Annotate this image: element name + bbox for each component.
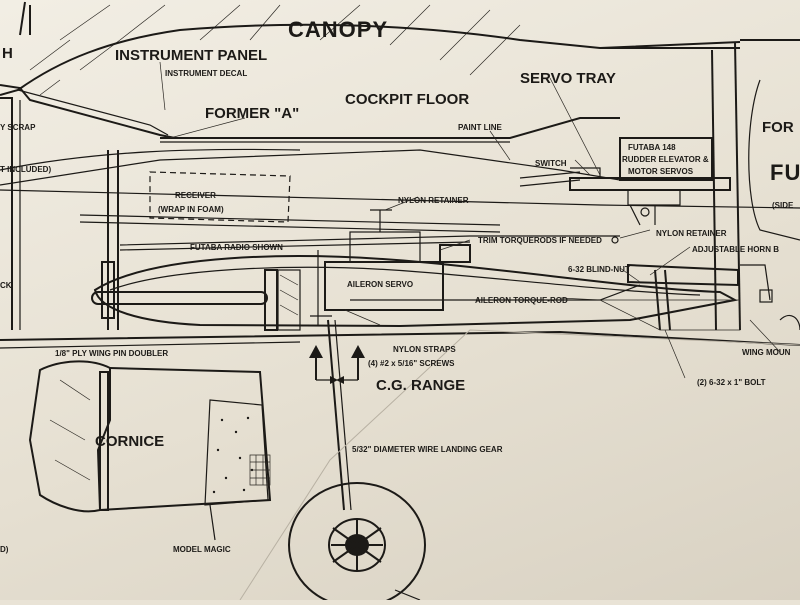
canopy-hatching: [29, 4, 521, 96]
cockpit-floor-line: [160, 117, 620, 139]
nylon-retainer-label-1: NYLON RETAINER: [398, 196, 469, 205]
landing-gear-wire: [327, 319, 345, 511]
aileron-servo-label: AILERON SERVO: [347, 280, 413, 289]
paper-fold: [239, 329, 800, 601]
canopy-label: CANOPY: [288, 17, 388, 42]
fuselage-bottom-line: [0, 330, 800, 346]
paint-line-label: PAINT LINE: [458, 123, 503, 132]
wing-mount-label: WING MOUN: [742, 348, 791, 357]
bolt-label: (2) 6-32 x 1" BOLT: [697, 378, 766, 387]
blind-nut-label: 6-32 BLIND-NUT: [568, 265, 630, 274]
former-a-label: FORMER "A": [205, 105, 299, 122]
canopy-outline: [0, 23, 740, 96]
left-edge-included: T INCLUDED): [0, 165, 51, 174]
nylon-retainer-label-2: NYLON RETAINER: [656, 229, 727, 238]
wing-airfoil: [93, 255, 738, 328]
left-edge-scrap: Y SCRAP: [0, 123, 36, 132]
right-edge-for: FOR: [762, 119, 794, 136]
aileron-torque-rod-label: AILERON TORQUE-ROD: [475, 296, 568, 305]
model-magic-label: MODEL MAGIC: [173, 545, 231, 554]
landing-gear-wheel: [288, 482, 426, 605]
right-edge-side: (SIDE: [772, 201, 794, 210]
receiver-note: (WRAP IN FOAM): [158, 205, 224, 214]
instrument-panel-label: INSTRUMENT PANEL: [115, 47, 267, 64]
cg-range-label: C.G. RANGE: [376, 377, 465, 394]
right-edge-fu: FU: [770, 160, 800, 185]
wing-pin: [91, 291, 268, 305]
servo-tray: [569, 177, 731, 191]
futaba-radio-label: FUTABA RADIO SHOWN: [190, 243, 283, 252]
landing-gear-label: 5/32" DIAMETER WIRE LANDING GEAR: [352, 445, 503, 454]
adjustable-horn-label: ADJUSTABLE HORN B: [692, 245, 779, 254]
screws-label: (4) #2 x 5/16" SCREWS: [368, 359, 455, 368]
aileron-servo: [324, 261, 444, 311]
cornice-section: [28, 360, 272, 541]
wing-pin-doubler-label: 1/8" PLY WING PIN DOUBLER: [55, 349, 168, 358]
futaba-148-servo-box: [619, 137, 713, 181]
receiver-box: [149, 171, 291, 223]
trim-torquerods-label: TRIM TORQUERODS IF NEEDED: [478, 236, 602, 245]
left-edge-d: D): [0, 545, 9, 554]
futaba-148-line3: MOTOR SERVOS: [628, 167, 694, 176]
futaba-148-line2: RUDDER ELEVATOR &: [622, 155, 709, 164]
servo-tray-label: SERVO TRAY: [520, 70, 616, 87]
cornice-label: CORNICE: [95, 433, 164, 450]
instrument-decal-label: INSTRUMENT DECAL: [165, 69, 247, 78]
futaba-148-label: FUTABA 148: [628, 143, 676, 152]
switch-label: SWITCH: [535, 159, 567, 168]
receiver-label: RECEIVER: [175, 191, 216, 200]
nylon-straps-label: NYLON STRAPS: [393, 345, 456, 354]
cockpit-floor-label: COCKPIT FLOOR: [345, 91, 469, 108]
left-edge-ck: CK: [0, 281, 12, 290]
left-edge-h: H: [2, 45, 13, 62]
